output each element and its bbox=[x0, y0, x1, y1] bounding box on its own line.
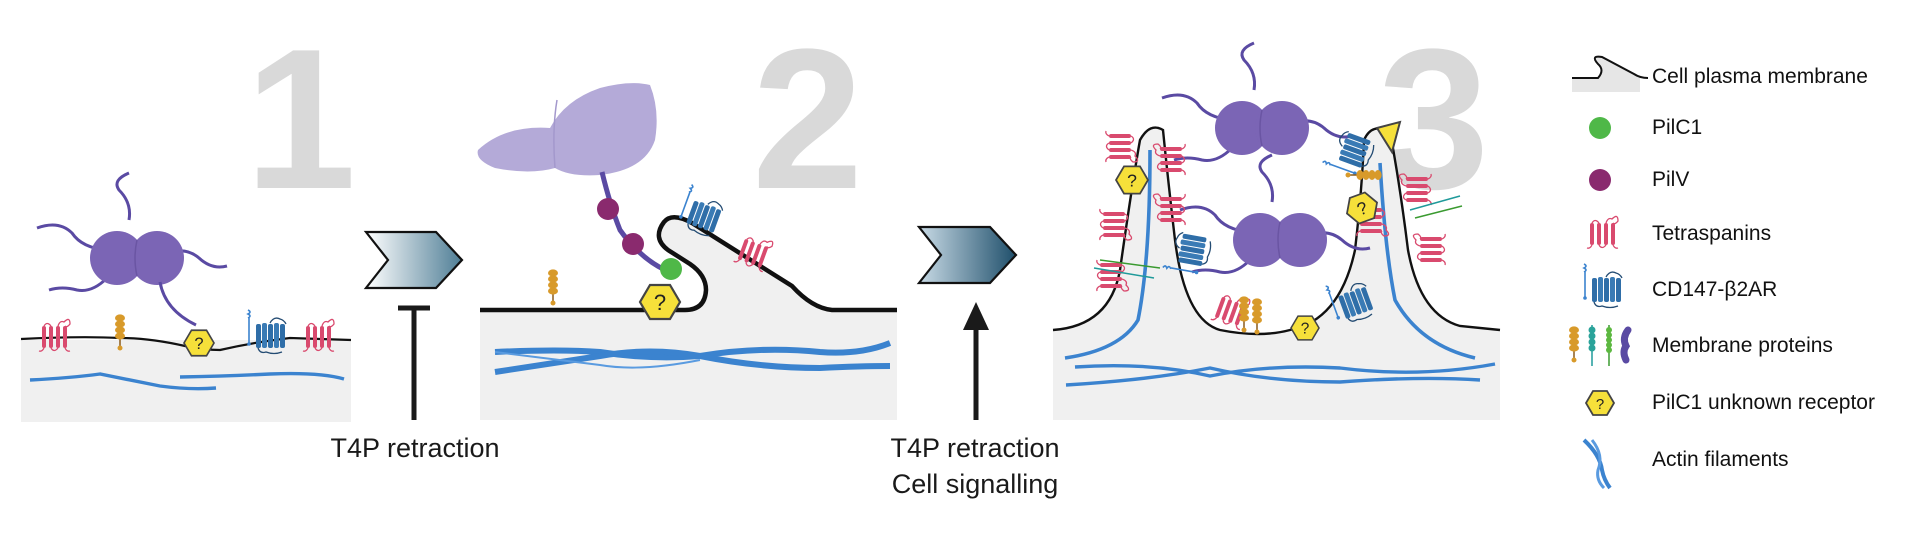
caption-line: T4P retraction bbox=[890, 433, 1060, 463]
pilv-dot bbox=[622, 233, 644, 255]
progress-chevron bbox=[363, 230, 464, 290]
pilc1-dot bbox=[660, 258, 682, 280]
pilc1-dot-icon bbox=[1589, 117, 1611, 139]
activation-arrow-head bbox=[963, 302, 989, 330]
tetraspanin-icon bbox=[1412, 233, 1446, 266]
caption-line: T4P retraction bbox=[330, 433, 500, 463]
legend-label-cd147-b2ar: CD147-β2AR bbox=[1652, 278, 1778, 301]
pilv-dot bbox=[597, 198, 619, 220]
legend-label-pilc1: PilC1 bbox=[1652, 116, 1703, 139]
tetraspanin-icon bbox=[1105, 130, 1139, 163]
cytoplasm-region bbox=[480, 217, 897, 420]
stage-1-panel bbox=[20, 171, 352, 422]
cytoplasm-region bbox=[21, 340, 351, 422]
bacterium-diplococcus bbox=[35, 171, 229, 292]
tetraspanin-icon bbox=[1398, 173, 1432, 206]
stage-3-panel bbox=[1052, 41, 1501, 421]
svg-text:?: ? bbox=[1596, 396, 1604, 413]
caption-line: Cell signalling bbox=[891, 469, 1059, 499]
membrane-protein-icon bbox=[1238, 295, 1250, 334]
membrane-protein-icon bbox=[1093, 195, 1463, 279]
cd147-b2ar-icon bbox=[1582, 263, 1623, 309]
unknown-receptor-icon bbox=[638, 283, 682, 321]
cell-membrane bbox=[480, 215, 897, 313]
legend-label-actin: Actin filaments bbox=[1652, 448, 1789, 471]
legend-label-pilv: PilV bbox=[1652, 168, 1690, 191]
legend: ? bbox=[1568, 55, 1649, 490]
progress-chevron bbox=[916, 225, 1018, 285]
host-cell-blob bbox=[477, 83, 657, 176]
unknown-receptor-icon bbox=[183, 329, 215, 357]
membrane-protein-icon bbox=[547, 268, 559, 307]
legend-label-unknown-receptor: PilC1 unknown receptor bbox=[1652, 391, 1875, 414]
stage-number-1: 1 bbox=[245, 8, 357, 231]
actin-filament-icon bbox=[1582, 438, 1612, 490]
transition-2-to-3 bbox=[916, 225, 1018, 420]
bacterium-diplococcus bbox=[1160, 41, 1354, 162]
actin-filament bbox=[494, 340, 892, 375]
actin-filament bbox=[29, 371, 345, 391]
unknown-receptor-icon bbox=[1115, 165, 1149, 195]
tetraspanin-icon bbox=[1586, 215, 1619, 249]
legend-label-membrane: Cell plasma membrane bbox=[1652, 65, 1868, 88]
unknown-receptor-icon: ? bbox=[1584, 390, 1616, 416]
stage-2-panel bbox=[477, 83, 897, 420]
legend-label-tetraspanins: Tetraspanins bbox=[1652, 222, 1772, 245]
membrane-protein-icon bbox=[1251, 297, 1263, 336]
type-iv-pilus bbox=[599, 171, 667, 273]
type-iv-pilus bbox=[158, 281, 197, 327]
transition-1-to-2 bbox=[363, 230, 464, 420]
legend-label-membrane-proteins: Membrane proteins bbox=[1652, 334, 1833, 357]
membrane-icon bbox=[1572, 55, 1649, 92]
unknown-receptor-icon bbox=[1375, 120, 1402, 155]
stage-number-2: 2 bbox=[752, 8, 864, 231]
caption-transition-1: T4P retraction bbox=[300, 430, 530, 466]
unknown-receptor-icon bbox=[1290, 315, 1320, 341]
membrane-proteins-icon bbox=[1568, 325, 1632, 366]
pilv-dot-icon bbox=[1589, 169, 1611, 191]
caption-transition-2: T4P retraction Cell signalling bbox=[860, 430, 1090, 502]
